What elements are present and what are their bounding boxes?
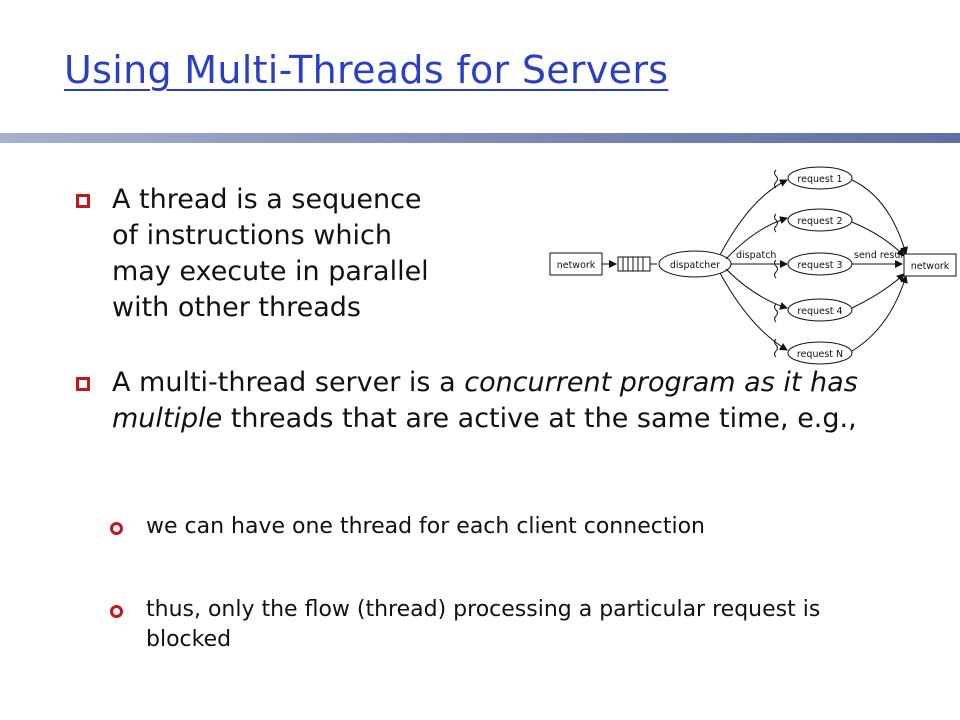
dispatcher-label: dispatcher [670, 260, 720, 271]
request-2-node [787, 208, 853, 232]
arrow-request-n-result [851, 275, 908, 352]
request-2-label: request 2 [797, 216, 842, 227]
slide-title: Using Multi-Threads for Servers [64, 48, 669, 92]
right-network-node [903, 253, 957, 277]
arrow-dispatch-request-1 [719, 179, 788, 256]
square-bullet-icon [76, 182, 112, 326]
sub-bullet-text: we can have one thread for each client c… [146, 514, 705, 539]
request-n-node [787, 341, 853, 365]
circle-bullet-icon [110, 595, 146, 655]
request-queue-icon [617, 256, 657, 272]
circle-bullet-icon [110, 512, 146, 543]
request-1-node [787, 166, 853, 190]
bullet-line: may execute in parallel [112, 256, 429, 287]
arrow-request-4-result [851, 273, 905, 309]
arrow-dispatch-request-n [719, 272, 788, 351]
bullet-multi-thread-server: A multi-thread server is a concurrent pr… [76, 365, 896, 437]
arrow-request-1-result [851, 179, 908, 255]
sub-bullet-blocked-flow: thus, only the flow (thread) processing … [110, 595, 830, 655]
request-n-label: request N [797, 349, 843, 360]
left-network-label: network [557, 260, 596, 271]
bullet-text: A thread is a sequence of instructions w… [112, 182, 429, 326]
arrow-request-2-result [851, 221, 905, 257]
bullet-text-italic: concurrent program as it has multiple [112, 367, 858, 434]
request-4-label: request 4 [797, 306, 842, 317]
arrow-dispatch-request-4 [725, 268, 788, 310]
sub-bullet-text: thus, only the flow (thread) processing … [146, 597, 821, 652]
arrow-dispatch-request-2 [725, 216, 788, 260]
bullet-thread-definition: A thread is a sequence of instructions w… [76, 182, 516, 326]
dispatch-label: dispatch [736, 250, 776, 261]
dispatcher-thread-diagram: network dispatcher dispatch request 1 re… [549, 166, 957, 365]
request-1-label: request 1 [797, 174, 842, 185]
bullet-line: of instructions which [112, 220, 392, 251]
bullet-line: with other threads [112, 292, 361, 323]
bullet-line: A thread is a sequence [112, 184, 422, 215]
request-4-node [787, 298, 853, 322]
sub-bullet-client-connection: we can have one thread for each client c… [110, 512, 830, 543]
title-divider [0, 133, 960, 143]
request-3-label: request 3 [797, 260, 842, 271]
square-bullet-icon [76, 365, 112, 437]
thread-squiggle-icons [774, 169, 778, 358]
bullet-text-part: threads that are active at the same time… [222, 403, 857, 434]
bullet-text: A multi-thread server is a concurrent pr… [112, 365, 896, 437]
send-result-label: send result [854, 250, 907, 261]
bullet-text-part: A multi-thread server is a [112, 367, 465, 398]
right-network-label: network [911, 261, 950, 272]
